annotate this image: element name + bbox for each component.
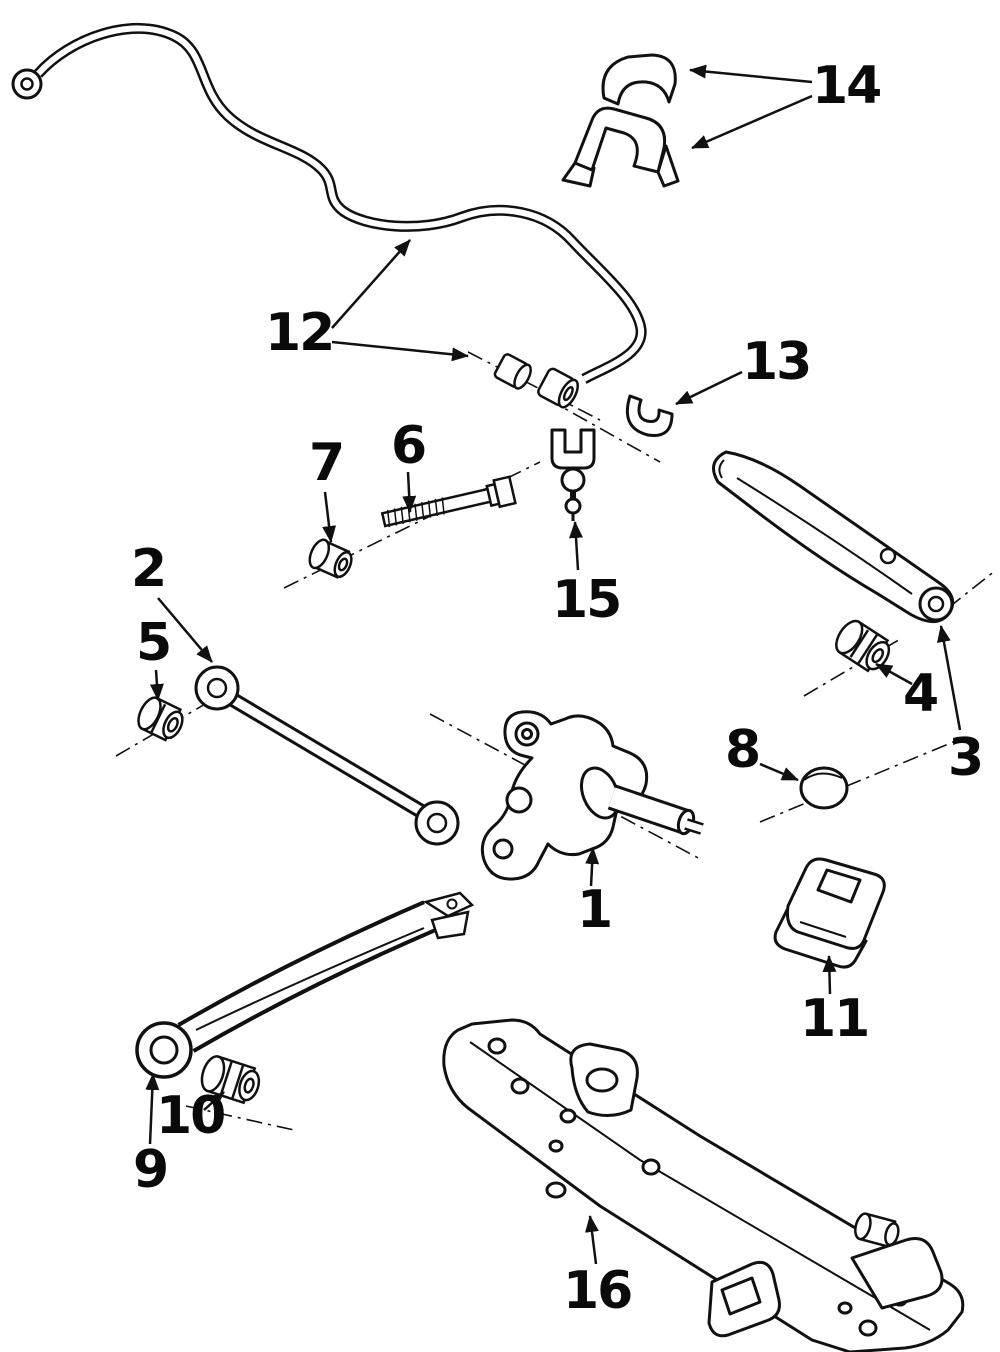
centerline-spindle xyxy=(429,713,703,861)
arrow-part-2 xyxy=(157,597,213,663)
knuckle xyxy=(480,710,704,881)
centerline-lower-bushing xyxy=(185,1105,295,1131)
bushing-nut xyxy=(308,538,353,579)
clamp xyxy=(625,394,674,438)
callout-15: 15 xyxy=(552,570,622,630)
arrow-part-11 xyxy=(822,955,837,995)
mount xyxy=(773,857,886,969)
arrow-part-12-b xyxy=(331,340,469,362)
callout-2: 2 xyxy=(131,539,167,599)
callout-6: 6 xyxy=(391,416,427,476)
centerline-arm-eye xyxy=(947,569,997,609)
arrow-part-5 xyxy=(149,669,164,701)
callout-4: 4 xyxy=(903,664,939,724)
stabilizer-bar xyxy=(11,23,647,384)
callout-12: 12 xyxy=(265,303,335,363)
stabilizer-bushing-half xyxy=(601,53,677,106)
arrow-part-14-a xyxy=(689,64,813,84)
arrow-part-4 xyxy=(875,662,913,686)
arrow-part-6 xyxy=(402,471,417,513)
cap xyxy=(799,766,849,810)
upper-arm xyxy=(712,450,955,623)
callout-16: 16 xyxy=(563,1261,633,1321)
lower-arm-bushing xyxy=(200,1055,261,1105)
crossmember-end-bracket xyxy=(850,1237,944,1310)
arrow-part-12-a xyxy=(331,239,411,329)
arrow-part-9 xyxy=(145,1073,160,1145)
arrow-part-8 xyxy=(759,762,799,782)
arrow-part-10 xyxy=(203,1091,225,1111)
callout-10: 10 xyxy=(156,1086,226,1146)
arrow-part-7 xyxy=(322,491,337,543)
callout-1: 1 xyxy=(577,880,613,940)
callout-11: 11 xyxy=(800,989,870,1049)
arrow-part-14-b xyxy=(691,94,813,150)
arm-bushing xyxy=(835,619,891,673)
callout-arrows xyxy=(145,64,962,1265)
centerline-clamp xyxy=(545,397,661,463)
callout-7: 7 xyxy=(309,433,345,493)
bolt xyxy=(380,475,517,528)
flange-nut xyxy=(137,696,184,742)
stabilizer-bracket xyxy=(561,106,680,188)
arrow-part-15 xyxy=(569,521,583,571)
stabilizer-link xyxy=(550,428,596,521)
crossmember xyxy=(442,1018,965,1352)
arrow-part-16 xyxy=(585,1215,599,1265)
callout-14: 14 xyxy=(812,56,882,116)
callout-9: 9 xyxy=(133,1140,169,1200)
bar-eyelet-hole xyxy=(20,77,34,91)
centerline-bar-bushings xyxy=(467,351,601,421)
lower-arm xyxy=(135,891,475,1079)
stabilizer-bar-bushings xyxy=(493,353,579,409)
arrow-part-1 xyxy=(585,847,600,887)
arrow-part-13 xyxy=(675,370,743,406)
lateral-link xyxy=(194,665,460,846)
callout-13: 13 xyxy=(742,332,812,392)
callout-3: 3 xyxy=(948,728,984,788)
centerline-cap xyxy=(759,739,959,823)
callout-5: 5 xyxy=(136,613,172,673)
arrow-part-3 xyxy=(936,625,962,731)
callout-8: 8 xyxy=(725,720,761,780)
